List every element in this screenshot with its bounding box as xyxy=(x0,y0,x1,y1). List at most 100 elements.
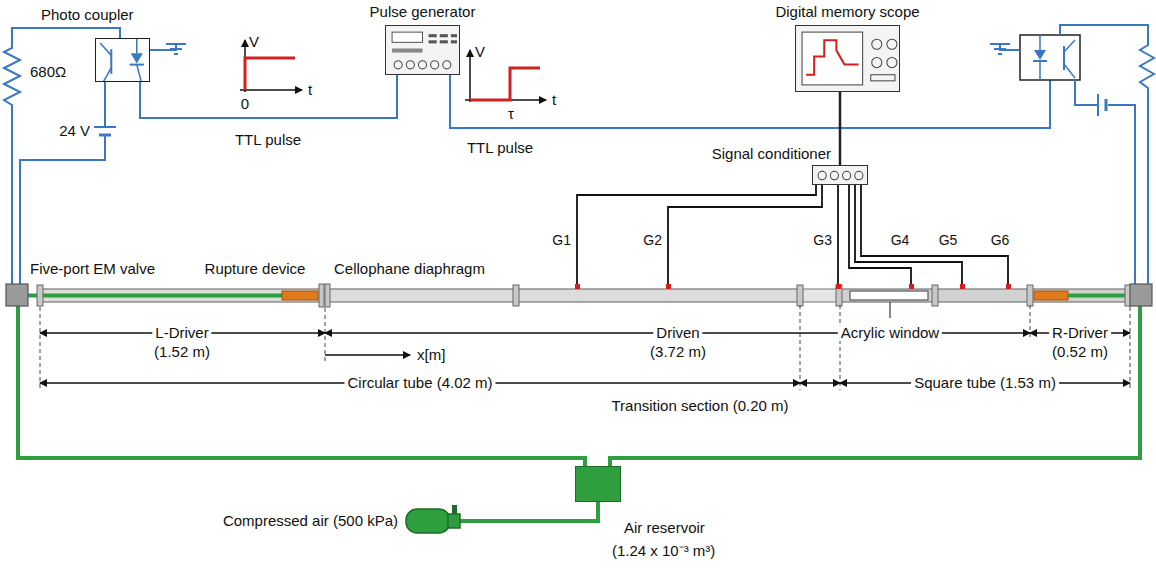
gauge-wire-part xyxy=(861,185,1008,286)
ground-symbol xyxy=(166,44,186,54)
photo-coupler-part xyxy=(1034,50,1046,60)
gauge-mark xyxy=(575,284,1011,289)
compressor-part xyxy=(452,505,457,514)
digital-scope-art-part xyxy=(802,32,863,85)
pulse-generator-art-part xyxy=(392,32,422,42)
pulse-generator-art-part xyxy=(440,40,448,43)
digital-scope-art-part xyxy=(887,57,897,67)
dimension-label: Circular tube (4.02 m) xyxy=(344,375,495,391)
part-label: V xyxy=(249,34,259,50)
compressor-part xyxy=(448,514,460,528)
pulse-generator-art xyxy=(386,26,459,74)
shock-tube-part xyxy=(850,291,928,300)
gauge-label: G3 xyxy=(813,232,832,248)
photo-coupler-art-part xyxy=(136,39,138,53)
gauge-label: G5 xyxy=(939,232,958,248)
compressor xyxy=(406,505,460,533)
photo-coupler-art-part xyxy=(137,65,142,81)
signal-conditioner-art-part xyxy=(818,171,826,179)
pulse-generator-art-part xyxy=(418,61,426,69)
extension-line-part xyxy=(840,305,841,390)
battery-symbol-part xyxy=(94,126,116,128)
device-label: Digital memory scope xyxy=(775,4,919,20)
digital-scope: Digital memory scope xyxy=(795,25,900,92)
air-line-part xyxy=(18,306,585,466)
signal-conditioner: Signal conditioner xyxy=(812,165,868,185)
ground-symbol-part xyxy=(174,53,178,55)
device-label: Pulse generator xyxy=(370,4,476,20)
battery-symbol-part xyxy=(99,134,111,137)
pulse-generator-art-part xyxy=(392,48,422,52)
part-label: (3.72 m) xyxy=(650,344,706,360)
flange-part xyxy=(797,285,803,306)
gauge-wire-part xyxy=(577,185,816,286)
part-label: 680Ω xyxy=(30,64,66,80)
dimension-label: Driven xyxy=(653,325,702,341)
ground-symbol-part xyxy=(994,48,1006,50)
flange-part xyxy=(37,285,43,306)
signal-conditioner-art-part xyxy=(843,171,851,179)
right-circuit-part xyxy=(1075,80,1098,105)
photo-coupler-part xyxy=(1020,35,1080,80)
extension-line-part xyxy=(1030,305,1031,340)
pulse-graph-part xyxy=(470,68,540,100)
device-label: Photo coupler xyxy=(41,7,134,23)
shock-tube-part xyxy=(1068,294,1130,298)
flange-part xyxy=(1027,285,1033,306)
extension-line-part xyxy=(800,305,801,390)
battery-symbol-part xyxy=(1097,94,1099,116)
gauge-mark-part xyxy=(1006,284,1011,289)
right-circuit-part xyxy=(1060,25,1154,284)
extension-line xyxy=(40,305,1130,390)
part-label: τ xyxy=(508,106,514,122)
digital-scope-art-part xyxy=(871,75,895,81)
shock-tube-part xyxy=(282,291,318,300)
extension-line-part xyxy=(40,307,41,390)
digital-scope-art-part xyxy=(872,57,882,67)
photo-coupler: Photo coupler xyxy=(95,38,150,82)
left-circuit xyxy=(4,28,176,284)
gauge-mark-part xyxy=(960,284,965,289)
gauge-label: G1 xyxy=(552,232,571,248)
pulse-graph-part xyxy=(245,58,295,90)
photo-coupler-part xyxy=(1064,40,1075,52)
photo-coupler-art-part xyxy=(131,53,143,63)
part-label: TTL pulse xyxy=(467,140,533,156)
shock-tube xyxy=(28,289,1130,302)
ground-symbol-part xyxy=(166,43,186,45)
shock-tube-part xyxy=(840,289,1130,302)
gauge-label: G6 xyxy=(991,232,1010,248)
part-label: t xyxy=(552,92,556,108)
left-circuit-part xyxy=(104,82,106,126)
air-line xyxy=(18,306,1140,521)
ground-symbol-part xyxy=(990,43,1010,45)
ground-symbol xyxy=(990,44,1010,54)
battery-symbol-part xyxy=(1105,99,1108,111)
right-circuit-part xyxy=(1108,105,1135,284)
dimension-line-part xyxy=(800,382,840,383)
air-line-part xyxy=(610,306,1140,466)
axis-arrow xyxy=(325,354,410,355)
gauge-wire-part xyxy=(668,185,822,286)
signal-wire xyxy=(140,75,397,118)
part-label: 0 xyxy=(241,96,249,112)
part-label: (1.52 m) xyxy=(154,344,210,360)
pulse-generator-art-part xyxy=(440,34,448,37)
gauge-wire-part xyxy=(849,185,911,286)
gauge-mark-part xyxy=(666,284,671,289)
extension-line-part xyxy=(325,308,326,362)
gauge-mark-part xyxy=(575,284,580,289)
photo-coupler-art-part xyxy=(102,68,111,81)
compressor-part xyxy=(406,509,450,533)
dimension-label: L-Driver xyxy=(152,325,211,341)
pulse-graph-part xyxy=(469,50,471,102)
signal-conditioner-art-part xyxy=(830,171,838,179)
device-label: Signal conditioner xyxy=(712,146,831,162)
pulse-generator-art-part xyxy=(443,61,451,69)
part-label: Cellophane diaphragm xyxy=(334,261,485,277)
part-label: Five-port EM valve xyxy=(30,261,155,277)
part-label: x[m] xyxy=(417,347,445,363)
air-line-part xyxy=(460,502,598,521)
pulse-generator-art-part xyxy=(394,61,402,69)
